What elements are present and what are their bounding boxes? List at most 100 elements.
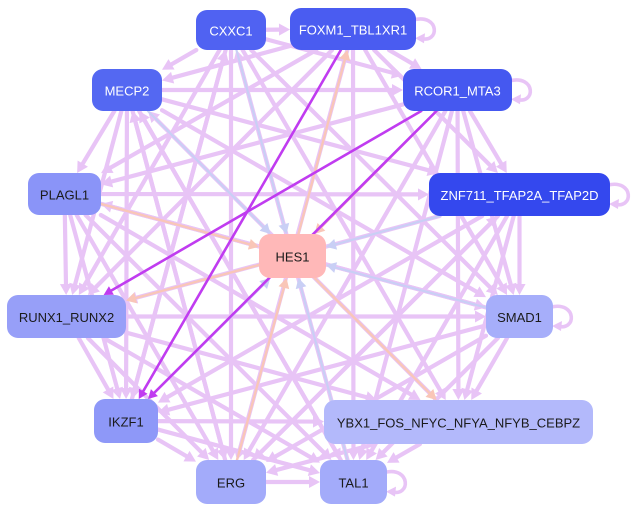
edge-arrowhead: [139, 111, 150, 124]
node-box: [7, 295, 126, 338]
edge-line: [134, 263, 261, 300]
edge-line: [159, 108, 479, 294]
edge-line: [467, 108, 504, 166]
node-hes1[interactable]: HES1: [259, 234, 326, 278]
edge-line: [80, 108, 117, 166]
node-box: [196, 10, 266, 50]
node-runx1-runx2[interactable]: RUNX1_RUNX2: [7, 295, 126, 338]
edge-arrowhead: [259, 223, 271, 234]
node-smad1[interactable]: SMAD1: [486, 295, 553, 338]
edge-line: [62, 212, 69, 287]
edge-arrowhead: [162, 71, 175, 84]
node-label: ZNF711_TFAP2A_TFAP2D: [441, 188, 599, 203]
edge-arrowhead: [103, 286, 114, 295]
self-loop-arrowhead: [386, 486, 396, 497]
edge-cxxc1-to-erg: [224, 47, 238, 460]
node-ikzf1[interactable]: IKZF1: [94, 399, 158, 443]
node-box: [28, 173, 101, 215]
edge-arrowhead: [473, 286, 486, 298]
edge-hes1-to-runx1_runx2: [126, 263, 261, 304]
node-label: RCOR1_MTA3: [414, 84, 500, 99]
edge-arrowhead: [339, 50, 351, 62]
edge-ikzf1-to-cxxc1: [129, 50, 229, 402]
self-loop-foxm1_tbl1xr1: [413, 17, 437, 41]
edge-arrowhead: [513, 284, 526, 295]
edge-arrowhead: [111, 386, 124, 399]
edge-line: [334, 214, 442, 246]
edge-line: [166, 323, 489, 412]
edge-arrowhead: [197, 447, 210, 460]
edge-line: [123, 108, 130, 391]
edge-line: [250, 221, 493, 463]
edge-line: [247, 108, 448, 453]
node-erg[interactable]: ERG: [196, 460, 266, 504]
edge-arrowhead: [158, 391, 171, 403]
edge-arrowhead: [485, 216, 498, 229]
edge-line: [297, 58, 347, 236]
edge-line: [155, 437, 189, 459]
node-box: [94, 399, 158, 443]
edge-line: [146, 109, 265, 229]
node-rcor1-mta3[interactable]: RCOR1_MTA3: [403, 69, 512, 111]
edge-line: [334, 266, 488, 309]
node-label: TAL1: [338, 476, 368, 491]
edge-arrowhead: [461, 387, 474, 400]
self-loop-rcor1_mta3: [509, 78, 533, 102]
edge-arrowhead: [278, 23, 290, 36]
node-tal1[interactable]: TAL1: [320, 460, 387, 504]
edge-foxm1_tbl1xr1-to-ikzf1: [138, 48, 343, 399]
node-box: [324, 400, 593, 444]
edge-foxm1_tbl1xr1-to-rcor1_mta3: [386, 47, 422, 69]
node-ybx1-fos-nfyc-nfya-nfyb-cebpz[interactable]: YBX1_FOS_NFYC_NFYA_NFYB_CEBPZ: [324, 400, 593, 444]
edge-plagl1-to-hes1: [99, 202, 259, 250]
edge-arrowhead: [495, 160, 507, 173]
node-label: MECP2: [105, 84, 150, 99]
edge-smad1-to-hes1: [326, 262, 488, 309]
self-loop-tal1: [384, 469, 408, 495]
edge-arrowhead: [78, 282, 90, 295]
edge-line: [170, 43, 293, 80]
edge-mecp2-to-ikzf1: [120, 108, 133, 399]
edge-line: [386, 47, 415, 66]
edge-znf711_tfap2a_tfap2d-to-ikzf1: [158, 213, 485, 403]
edge-arrowhead: [77, 160, 88, 173]
edge-rcor1_mta3-to-runx1_runx2: [103, 109, 423, 295]
edge-line: [165, 213, 485, 400]
self-loop-znf711_tfap2a_tfap2d: [607, 182, 631, 207]
node-box: [92, 69, 162, 111]
edge-line: [455, 108, 461, 392]
edge-cxxc1-to-mecp2: [162, 47, 199, 70]
edge-arrowhead: [326, 239, 338, 250]
edge-rcor1_mta3-to-plagl1: [101, 102, 406, 188]
node-box: [259, 234, 326, 278]
edge-arrowhead: [266, 464, 279, 476]
edge-arrowhead: [356, 447, 369, 460]
edge-arrowhead: [475, 310, 486, 323]
edge-runx1_runx2-to-ikzf1: [76, 335, 114, 399]
edge-arrowhead: [309, 475, 320, 489]
edge-arrowhead: [120, 387, 133, 399]
node-mecp2[interactable]: MECP2: [92, 69, 162, 111]
node-plagl1[interactable]: PLAGL1: [28, 173, 101, 215]
edge-plagl1-to-znf711_tfap2a_tfap2d: [98, 188, 429, 201]
edge-arrowhead: [408, 58, 422, 69]
node-label: IKZF1: [108, 415, 143, 430]
edge-arrowhead: [504, 282, 517, 295]
edge-erg-to-znf711_tfap2a_tfap2d: [250, 216, 498, 463]
edge-znf711_tfap2a_tfap2d-to-smad1: [513, 213, 526, 295]
edge-line: [74, 212, 215, 453]
edge-ybx1_fos_nfyc_nfya_nfyb_cebpz-to-erg: [266, 441, 378, 476]
edge-plagl1-to-runx1_runx2: [59, 212, 73, 295]
edge-arrowhead: [295, 278, 307, 290]
edge-foxm1_tbl1xr1-to-tal1: [347, 47, 360, 460]
node-box: [320, 460, 387, 504]
edge-arrowhead: [417, 188, 429, 201]
node-label: SMAD1: [497, 310, 542, 325]
node-foxm1-tbl1xr1[interactable]: FOXM1_TBL1XR1: [290, 8, 416, 50]
node-znf711-tfap2a-tfap2d[interactable]: ZNF711_TFAP2A_TFAP2D: [429, 173, 610, 216]
edge-arrowhead: [425, 389, 437, 400]
edge-arrowhead: [326, 262, 338, 273]
node-cxxc1[interactable]: CXXC1: [196, 10, 266, 50]
